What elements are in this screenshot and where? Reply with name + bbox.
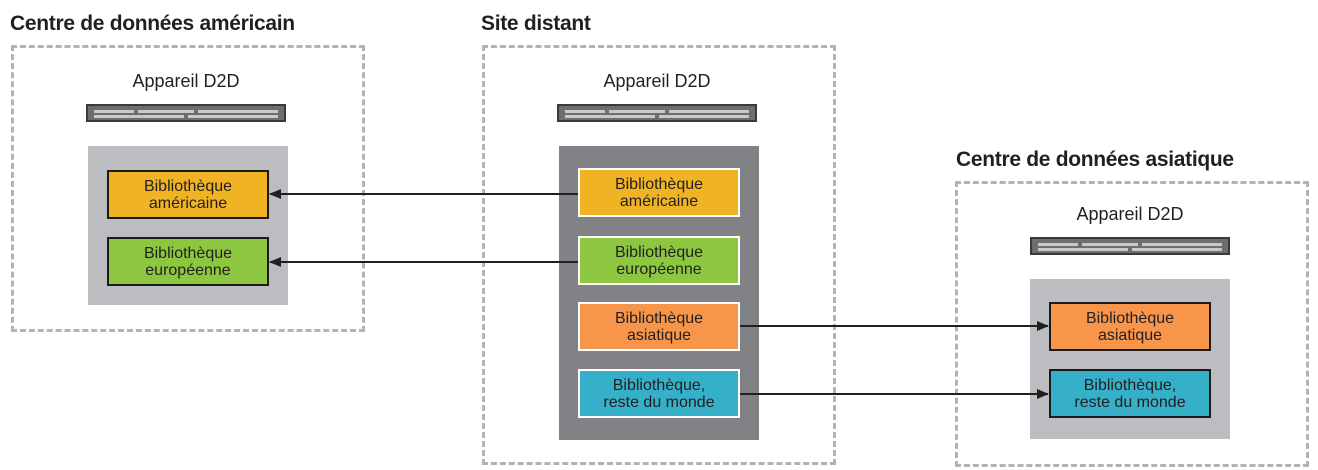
asia-library-rest-of-world: Bibliothèque, reste du monde xyxy=(1049,369,1211,418)
us-d2d-appliance-icon xyxy=(86,104,286,122)
library-label-line2: asiatique xyxy=(1097,326,1163,344)
library-label-line1: Bibliothèque xyxy=(143,244,233,262)
library-label-line1: Bibliothèque xyxy=(614,175,704,193)
library-label-line2: européenne xyxy=(616,260,702,278)
asia-library-asian: Bibliothèque asiatique xyxy=(1049,302,1211,351)
remote-library-asian: Bibliothèque asiatique xyxy=(578,302,740,351)
remote-library-european: Bibliothèque européenne xyxy=(578,236,740,285)
library-label-line1: Bibliothèque xyxy=(614,309,704,327)
library-label-line1: Bibliothèque xyxy=(1085,309,1175,327)
library-label-line2: européenne xyxy=(145,261,231,279)
remote-library-rest-of-world: Bibliothèque, reste du monde xyxy=(578,369,740,418)
library-label-line1: Bibliothèque, xyxy=(1083,376,1177,394)
library-label-line2: américaine xyxy=(619,192,699,210)
us-library-american: Bibliothèque américaine xyxy=(107,170,269,219)
asia-d2d-appliance-icon xyxy=(1030,237,1230,255)
us-site-box xyxy=(11,45,365,332)
us-device-label: Appareil D2D xyxy=(132,71,240,91)
remote-device-label: Appareil D2D xyxy=(603,71,711,91)
library-label-line2: reste du monde xyxy=(1074,393,1186,411)
library-label-line1: Bibliothèque xyxy=(614,243,704,261)
library-label-line2: reste du monde xyxy=(603,393,715,411)
asia-device-label: Appareil D2D xyxy=(1076,204,1184,224)
asia-site-title: Centre de données asiatique xyxy=(956,148,1234,171)
remote-d2d-appliance-icon xyxy=(557,104,757,122)
us-library-european: Bibliothèque européenne xyxy=(107,237,269,286)
remote-library-american: Bibliothèque américaine xyxy=(578,168,740,217)
library-label-line2: américaine xyxy=(148,194,228,212)
asia-site-box xyxy=(955,181,1309,467)
library-label-line2: asiatique xyxy=(626,326,692,344)
us-site-title: Centre de données américain xyxy=(10,12,295,35)
library-label-line1: Bibliothèque xyxy=(143,177,233,195)
library-label-line1: Bibliothèque, xyxy=(612,376,706,394)
remote-site-title: Site distant xyxy=(481,12,591,35)
remote-site-box xyxy=(482,45,836,465)
